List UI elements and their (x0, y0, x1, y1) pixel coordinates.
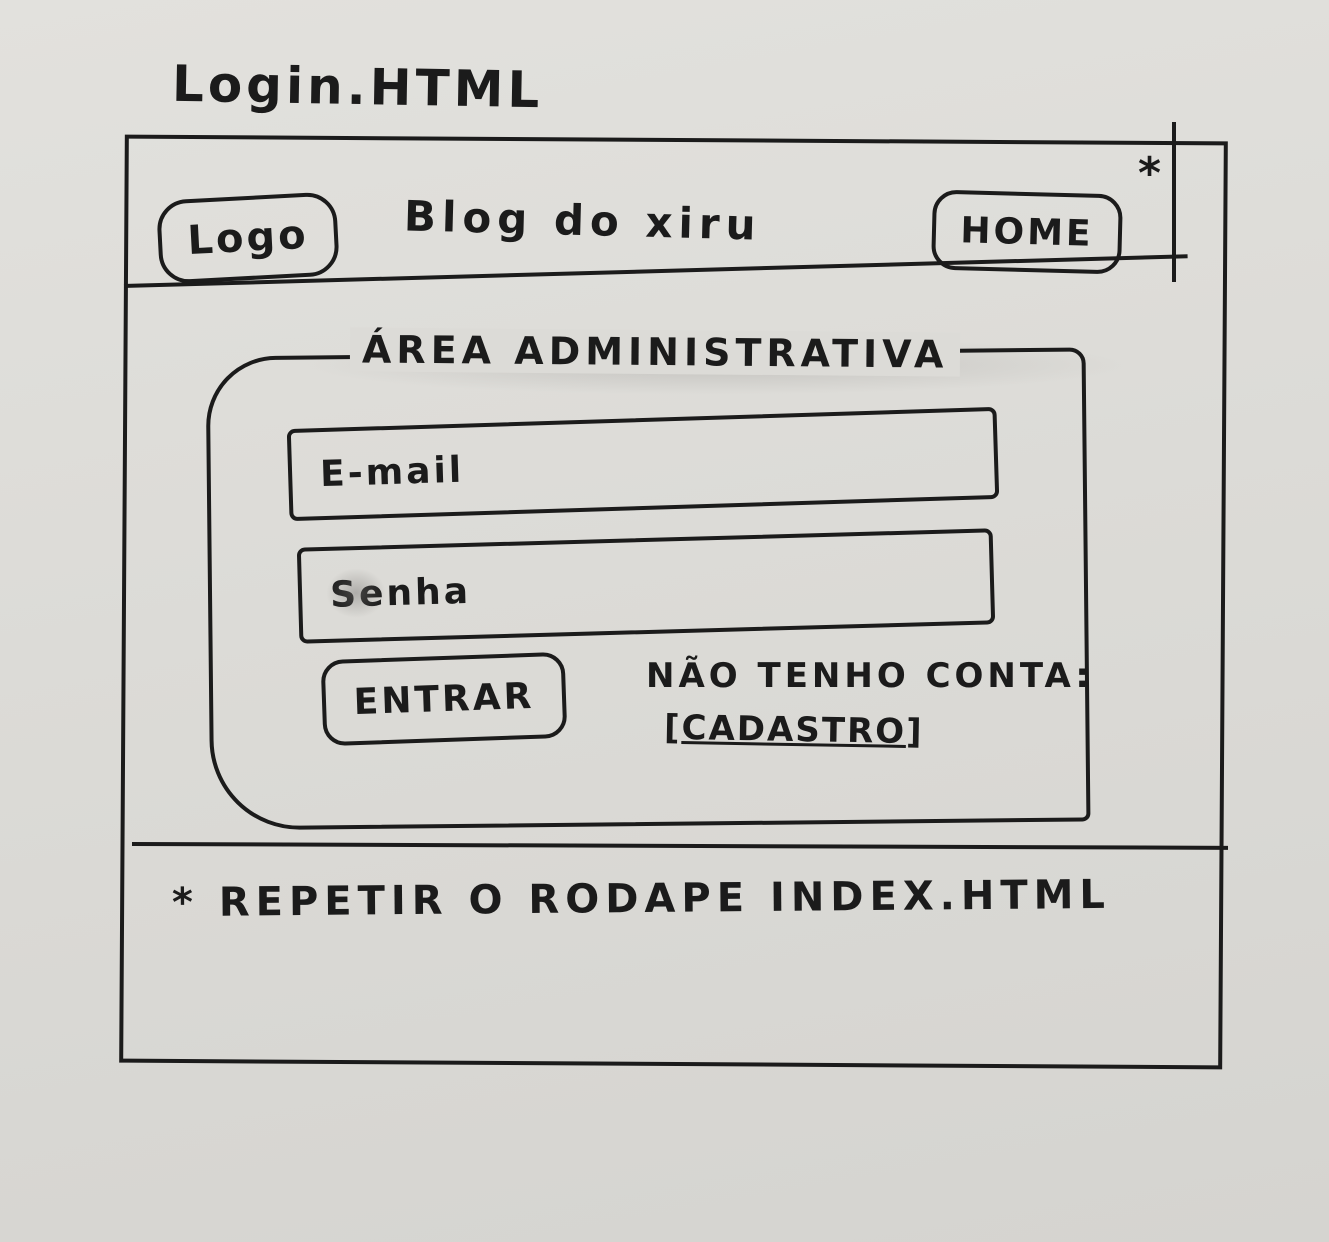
signup-link-label: CADASTRO (681, 708, 907, 752)
admin-area-title: ÁREA ADMINISTRATIVA (349, 327, 961, 377)
no-account-text: NÃO TENHO CONTA: (646, 656, 1093, 696)
logo[interactable]: Logo (155, 191, 341, 285)
pen-smudge (326, 568, 386, 618)
footer-note: * REPETIR O RODAPE INDEX.HTML (171, 871, 1112, 927)
signup-link[interactable]: [CADASTRO] (663, 707, 925, 753)
asterisk-note-marker: * (1138, 148, 1165, 199)
blog-title: Blog do xiru (403, 191, 763, 250)
email-placeholder: E-mail (319, 449, 465, 495)
enter-button-label: ENTRAR (353, 675, 535, 723)
enter-button[interactable]: ENTRAR (320, 651, 568, 747)
logo-label: Logo (186, 211, 310, 265)
page-title: Login.HTML (171, 54, 544, 120)
header-edge-line (1172, 122, 1176, 282)
home-button-label: HOME (959, 209, 1095, 255)
password-field[interactable]: Senha (296, 528, 996, 644)
home-button[interactable]: HOME (930, 189, 1124, 275)
